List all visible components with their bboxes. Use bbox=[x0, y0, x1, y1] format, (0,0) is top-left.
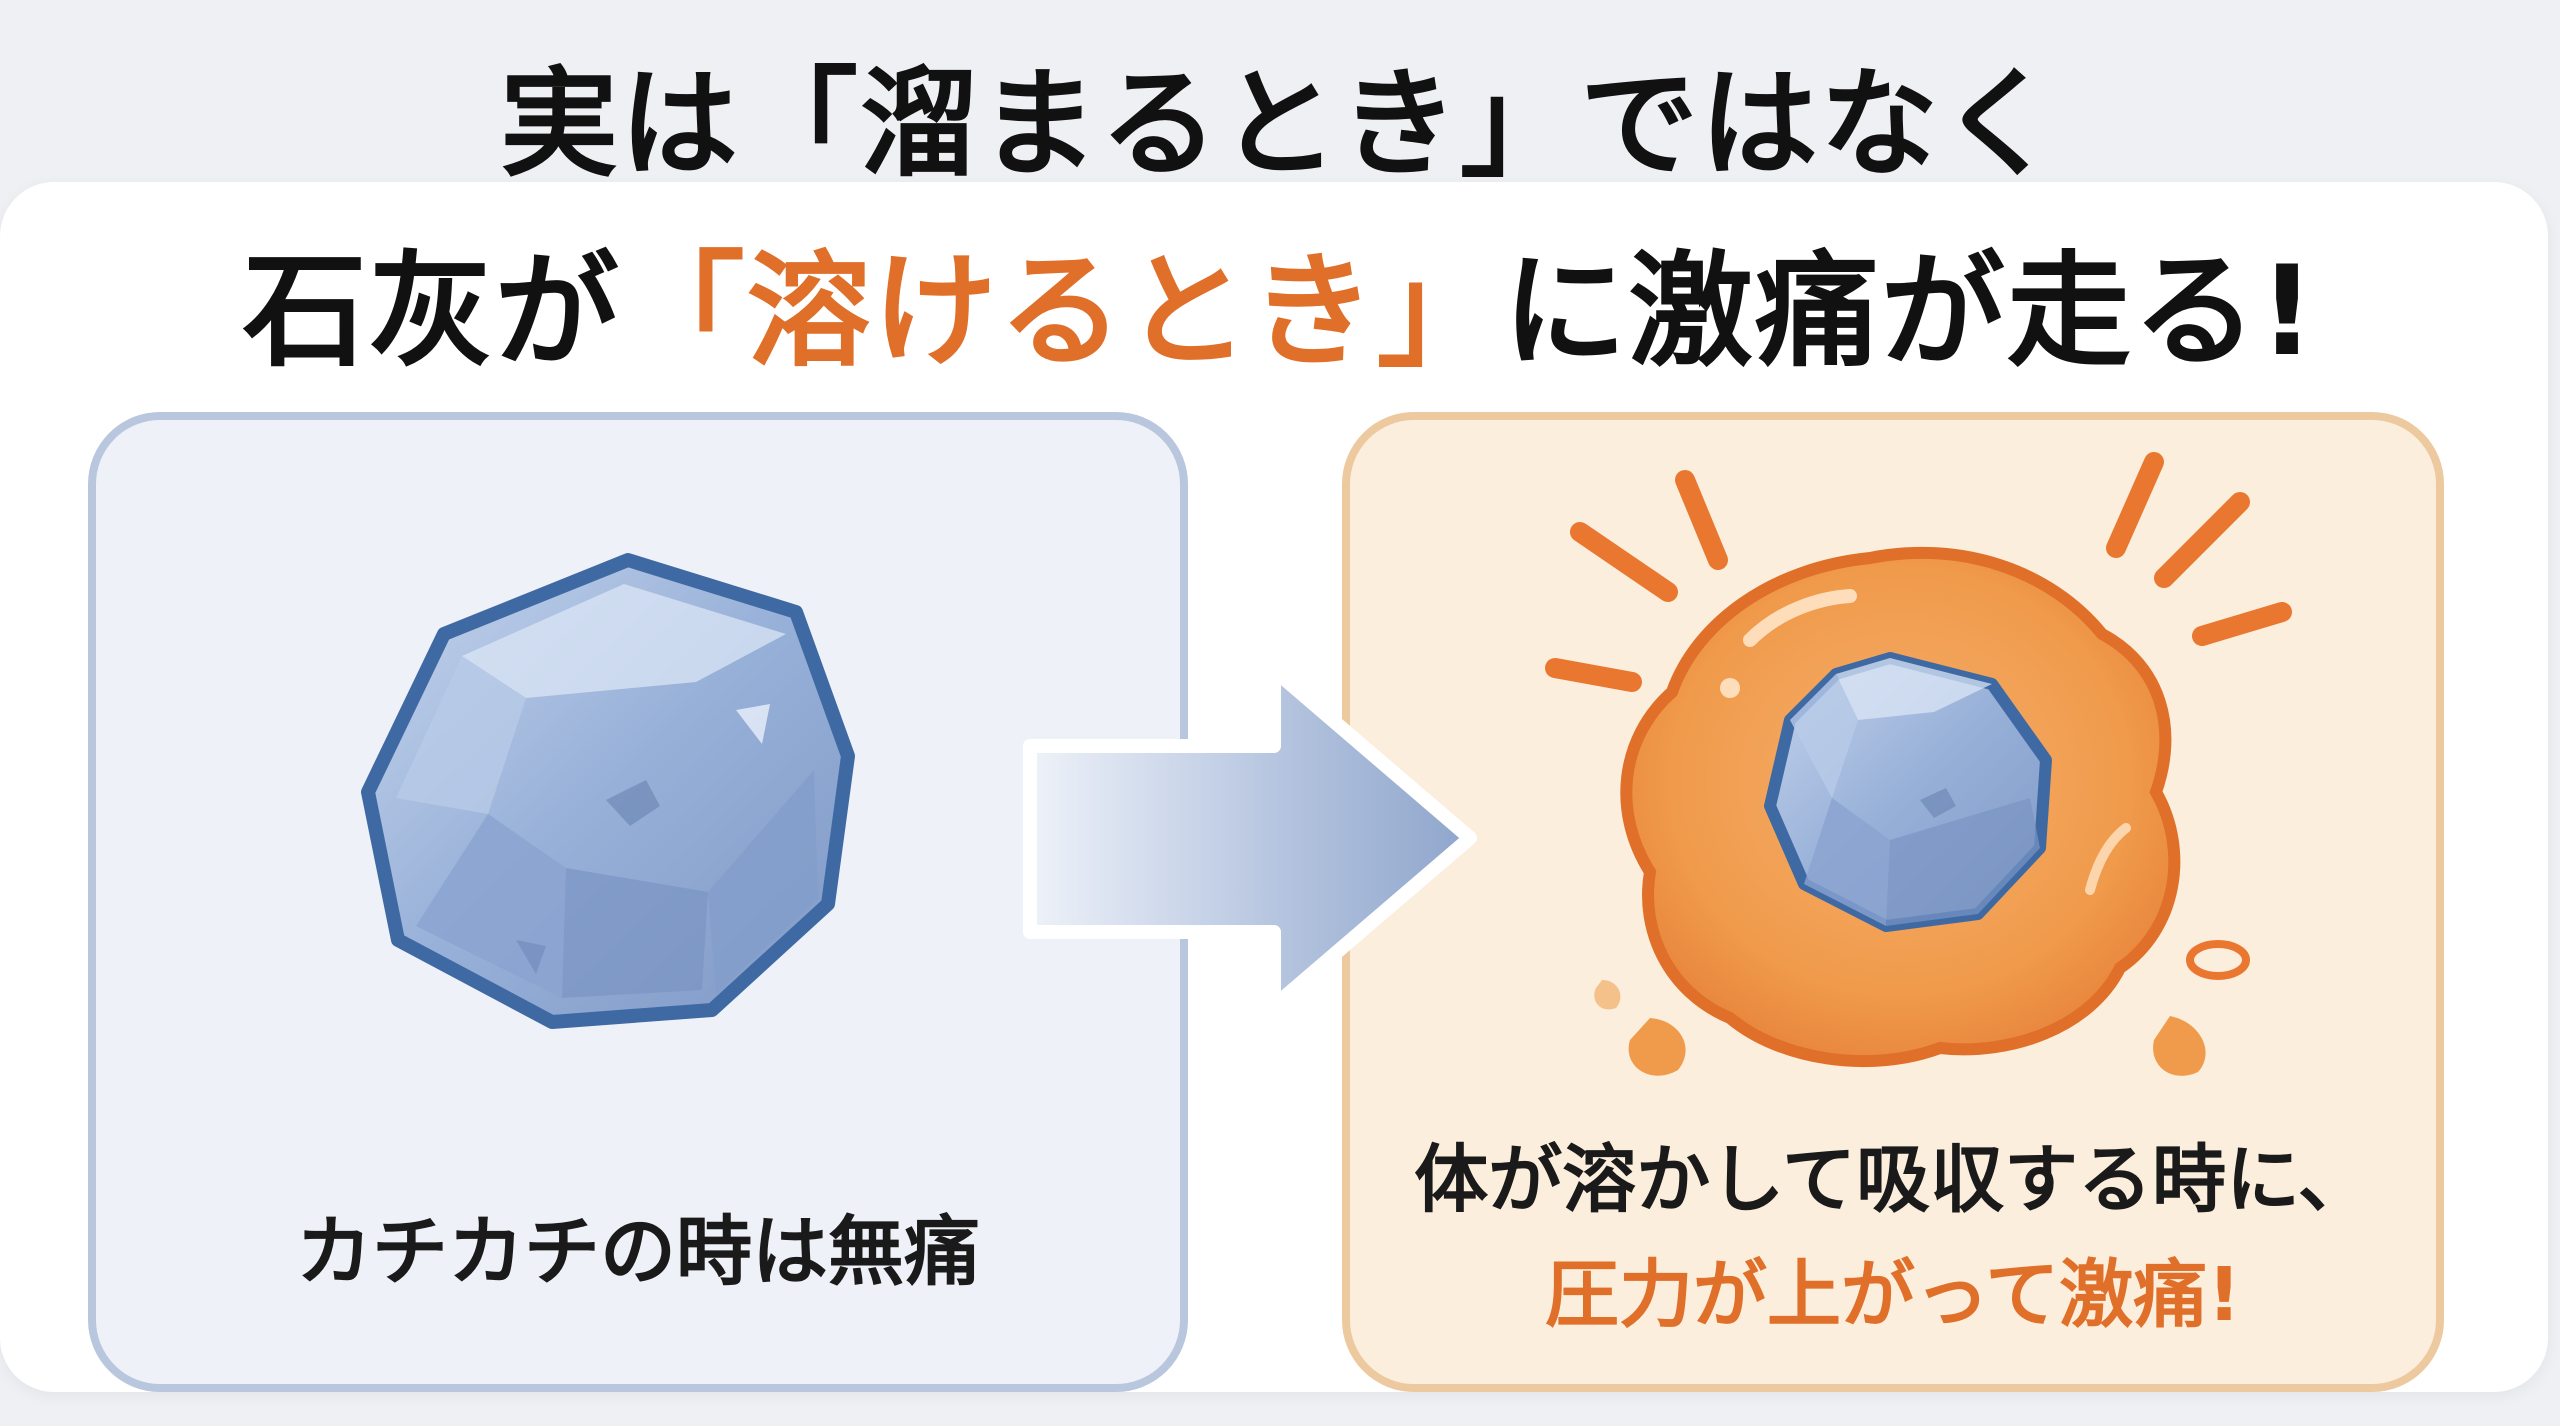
hard-stone-panel: カチカチの時は無痛 bbox=[88, 412, 1188, 1392]
pain-rays bbox=[1545, 452, 2292, 692]
right-caption-line1: 体が溶かして吸収する時に、 bbox=[1414, 1137, 2372, 1223]
dissolving-stone-icon bbox=[1545, 452, 2292, 1076]
title-line-2: 石灰が「溶けるとき」に激痛が走る! bbox=[0, 210, 2560, 390]
right-caption-line2: 圧力が上がって激痛! bbox=[1544, 1252, 2242, 1338]
hard-stone-icon bbox=[361, 553, 855, 1029]
title-highlight: 「溶けるとき」 bbox=[620, 240, 1503, 384]
left-caption: カチカチの時は無痛 bbox=[296, 1207, 980, 1296]
dissolving-stone-panel: 体が溶かして吸収する時に、 圧力が上がって激痛! bbox=[1342, 412, 2444, 1392]
title-line-2-prefix: 石灰が bbox=[242, 240, 621, 384]
title-line-1: 実は「溜まるとき」ではなく bbox=[499, 55, 2060, 193]
right-arrow-icon bbox=[1023, 663, 1477, 1013]
title-line-2-suffix: に激痛が走る! bbox=[1502, 240, 2318, 384]
